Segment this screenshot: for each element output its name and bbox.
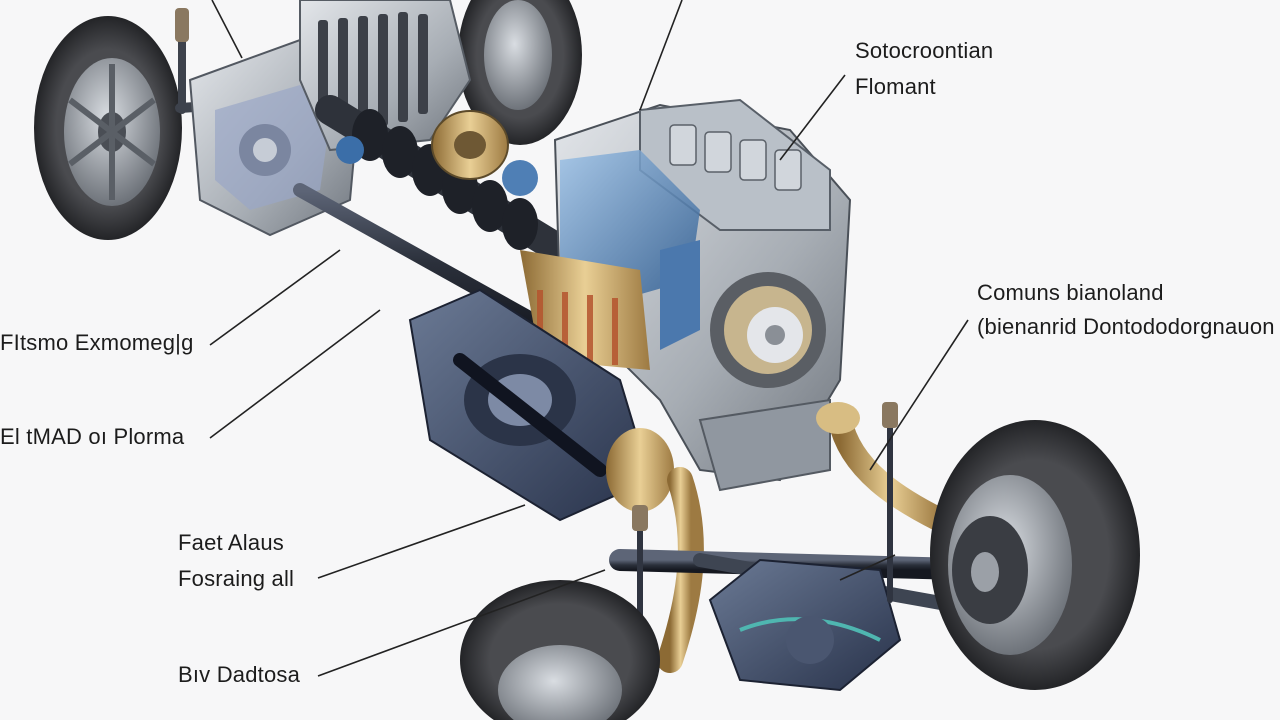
label-sotocroontian: Sotocroontian xyxy=(855,38,994,63)
front-left-wheel xyxy=(34,16,182,240)
front-right-wheel xyxy=(458,0,582,145)
label-faet-alaus: Faet Alaus xyxy=(178,530,284,555)
leader-comuns xyxy=(869,319,969,471)
label-fosraing-all: Fosraing all xyxy=(178,566,295,591)
label-fitsmo: FItsmo Exmomeg|g xyxy=(0,330,194,355)
leader-eltmad xyxy=(209,309,381,439)
label-comuns-bianoland: Comuns bianoland xyxy=(977,280,1164,305)
label-eltmad: El tMAD oı Plorma xyxy=(0,424,185,449)
transmission-housing xyxy=(408,288,674,522)
rear-left-wheel xyxy=(460,580,660,720)
leader-top-center xyxy=(639,0,683,111)
leader-axle xyxy=(839,554,896,581)
leader-flomant xyxy=(779,74,846,161)
label-bienanrid: (bienanrid Dontododorgnauon xyxy=(977,314,1275,339)
rear-right-wheel xyxy=(930,420,1140,690)
pulley xyxy=(431,110,509,180)
leader-lines xyxy=(209,0,969,677)
leader-fosraing xyxy=(317,504,526,579)
label-flomant: Flomant xyxy=(855,74,936,99)
leader-fitsmo xyxy=(209,249,341,346)
label-biv-dadtosa: Bıv Dadtosa xyxy=(178,662,301,687)
leader-top-left xyxy=(211,0,243,59)
leader-bivdadtosa xyxy=(317,569,606,677)
